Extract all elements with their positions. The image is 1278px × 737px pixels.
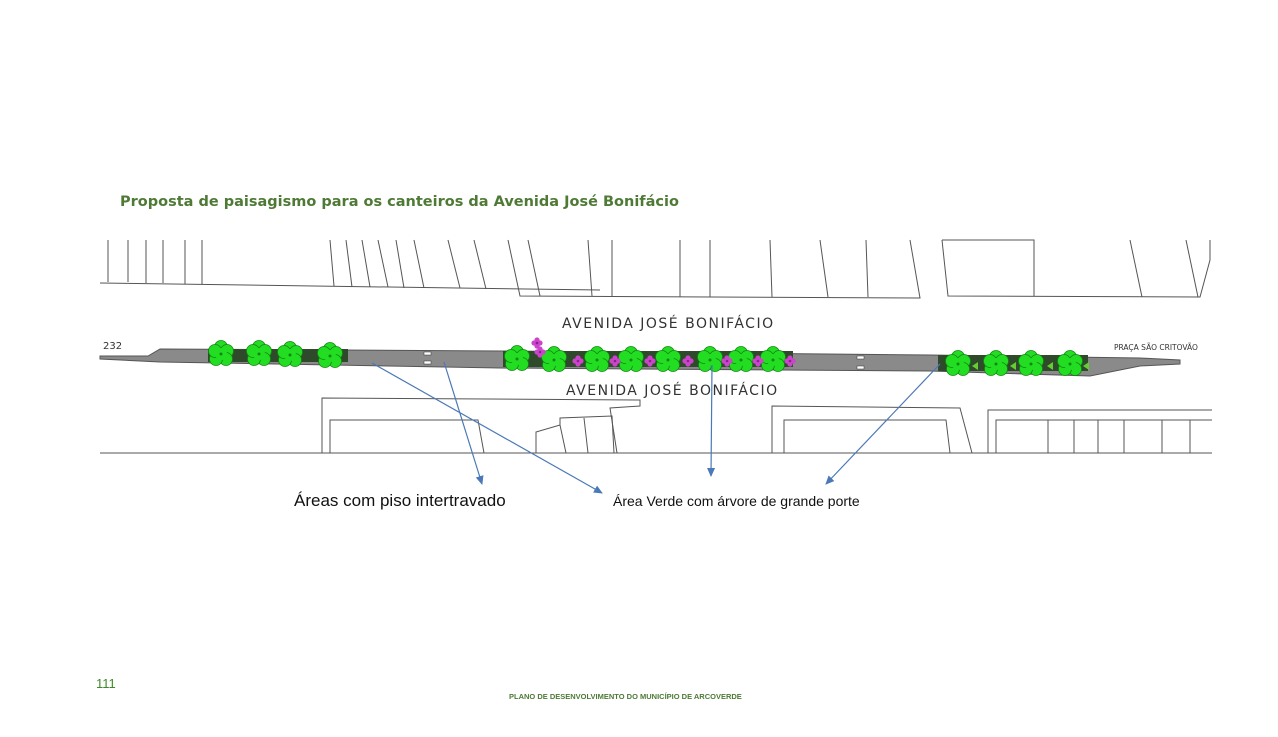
street-label-bottom: AVENIDA JOSÉ BONIFÁCIO (566, 382, 779, 399)
flower-icon (534, 346, 546, 358)
tree-icon (504, 345, 530, 371)
footer-text: PLANO DE DESENVOLVIMENTO DO MUNICÍPIO DE… (509, 692, 742, 701)
crosswalk-marker (423, 351, 432, 356)
tree-icon (246, 340, 272, 366)
flowers-group (531, 337, 1089, 370)
flower-icon (682, 355, 694, 367)
tree-icon (983, 350, 1009, 376)
tree-icon (697, 346, 723, 372)
arrow-green-1 (371, 362, 603, 494)
shrub-icon (1010, 362, 1016, 370)
arrow-green-3 (825, 363, 941, 485)
page-title: Proposta de paisagismo para os canteiros… (120, 194, 679, 210)
crosswalk-marker (423, 360, 432, 365)
green-area-label: Área Verde com árvore de grande porte (613, 493, 860, 509)
flower-icon (721, 355, 733, 367)
crosswalk-marker (856, 365, 865, 370)
tree-icon (208, 340, 234, 366)
tree-icon (277, 341, 303, 367)
tree-icon (584, 346, 610, 372)
tree-icon (945, 350, 971, 376)
shrub-icon (1047, 362, 1053, 370)
shrub-icon (972, 362, 978, 370)
tree-icon (728, 346, 754, 372)
tree-icon (1057, 350, 1083, 376)
square-label: PRAÇA SÃO CRITOVÃO (1114, 343, 1198, 352)
street-label-top: AVENIDA JOSÉ BONIFÁCIO (562, 315, 775, 332)
arrow-paving-1 (443, 361, 484, 485)
top-lot-outlines (99, 239, 1211, 299)
shrub-icon (1083, 362, 1089, 370)
trees-group (208, 340, 1083, 376)
bottom-lot-outlines (100, 397, 1212, 454)
tree-icon (1018, 350, 1044, 376)
flower-icon (609, 355, 621, 367)
page-number: 111 (96, 676, 116, 691)
flower-icon (784, 355, 796, 367)
lot-number: 232 (103, 341, 122, 352)
tree-icon (317, 342, 343, 368)
annotation-arrows (371, 361, 941, 494)
tree-icon (655, 346, 681, 372)
tree-icon (618, 346, 644, 372)
tree-icon (541, 346, 567, 372)
crosswalk-marker (856, 355, 865, 360)
green-bed-left (208, 349, 348, 362)
tree-icon (760, 346, 786, 372)
flower-icon (644, 355, 656, 367)
arrow-green-2 (707, 364, 716, 477)
flower-icon (752, 355, 764, 367)
flower-icon (572, 355, 584, 367)
paving-area-label: Áreas com piso intertravado (294, 491, 506, 510)
